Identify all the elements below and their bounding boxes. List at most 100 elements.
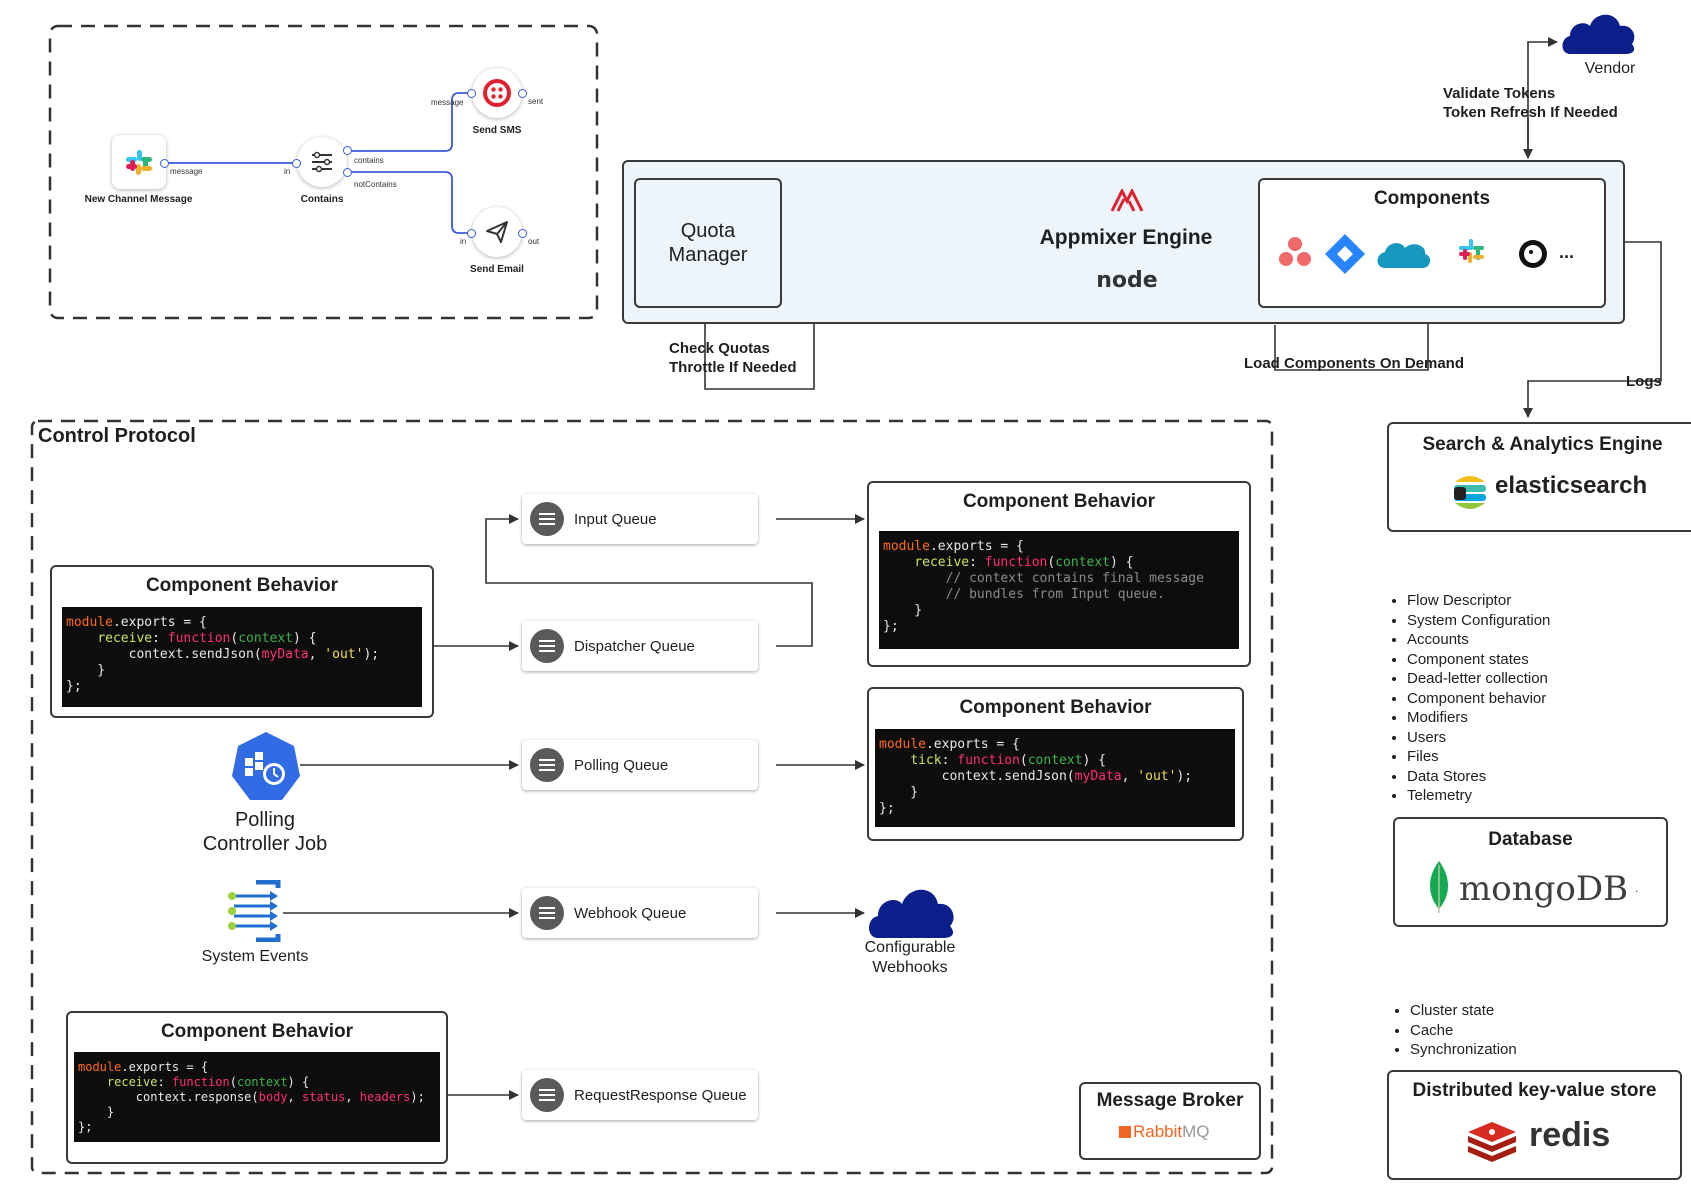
search-engine-box[interactable]: Search & Analytics Engine elasticsearch [1387,422,1691,532]
slack-trigger-node[interactable] [112,135,166,189]
polling-queue[interactable]: Polling Queue [522,740,758,790]
mailchimp-icon [1519,240,1547,268]
logs-label: Logs [1626,373,1662,390]
vendor-cloud-icon [1562,14,1635,55]
list-item: System Configuration [1407,611,1550,631]
kv-store-box[interactable]: Distributed key-value store redis [1387,1070,1682,1180]
event-hub-icon [228,880,281,942]
vendor-label: Vendor [1584,60,1636,77]
search-title: Search & Analytics Engine [1422,434,1663,455]
control-protocol-title: Control Protocol [38,425,196,447]
asana-icon [1279,237,1311,266]
code-block: module.exports = { receive: function(con… [62,607,422,707]
quota-manager-box[interactable]: Quota Manager [634,178,782,308]
list-item: Component states [1407,650,1550,670]
list-item: Cluster state [1410,1001,1517,1021]
check-quotas-label: Check Quotas [669,340,770,357]
requestresponse-queue[interactable]: RequestResponse Queue [522,1070,758,1120]
validate-tokens-label: Validate Tokens [1443,85,1556,102]
mongodb-leaf-icon [1430,861,1448,913]
email-out-port[interactable] [518,229,527,238]
rabbitmq-logo: RabbitMQ [1119,1122,1210,1142]
component-behavior-response[interactable]: Component Behavior module.exports = { re… [66,1011,448,1164]
list-item: Telemetry [1407,786,1550,806]
elasticsearch-logo-text: elasticsearch [1495,472,1648,499]
components-box[interactable]: Components [1258,178,1606,308]
queue-label: Input Queue [574,510,657,528]
filter-contains-port[interactable] [343,146,352,155]
list-item: Dead-letter collection [1407,669,1550,689]
list-item: Component behavior [1407,689,1550,709]
list-icon [530,748,564,782]
redis-logo-text: redis [1529,1116,1611,1154]
filter-label: Contains [300,194,344,205]
component-behavior-receive[interactable]: Component Behavior module.exports = { re… [50,565,434,718]
token-refresh-label: Token Refresh If Needed [1443,104,1618,121]
behavior-title: Component Behavior [160,1021,354,1042]
paper-plane-icon [486,221,508,243]
elasticsearch-icon [1454,476,1486,509]
edge-logs [1523,241,1662,418]
appmixer-logo-icon [1110,189,1144,212]
email-in-port[interactable] [467,229,476,238]
input-queue[interactable]: Input Queue [522,494,758,544]
broker-title: Message Broker [1096,1090,1244,1111]
database-box[interactable]: Database mongoDB . [1393,817,1668,927]
kv-title: Distributed key-value store [1412,1080,1657,1101]
nodejs-logo: node [1096,268,1158,293]
sms-in-port[interactable] [467,89,476,98]
edge-check-quotas [700,308,815,390]
sliders-icon [312,151,332,173]
twilio-icon [483,79,511,107]
dispatcher-queue[interactable]: Dispatcher Queue [522,621,758,671]
throttle-label: Throttle If Needed [669,359,797,376]
salesforce-icon [1377,243,1431,268]
sms-out-port[interactable] [518,89,527,98]
filter-node[interactable] [297,137,347,187]
behavior-title: Component Behavior [145,575,339,596]
send-sms-node[interactable] [472,68,522,118]
edge-vendor-up [1527,37,1558,155]
list-icon [530,896,564,930]
list-item: Cache [1410,1021,1517,1041]
list-item: Users [1407,728,1550,748]
list-icon [530,629,564,663]
list-item: Modifiers [1407,708,1550,728]
send-email-node[interactable] [472,207,522,257]
list-icon [530,1078,564,1112]
list-item: Synchronization [1410,1040,1517,1060]
quota-manager-label: Quota Manager [668,220,748,266]
component-behavior-tick[interactable]: Component Behavior module.exports = { ti… [867,687,1244,841]
rabbitmq-logo-a: Rabbit [1133,1122,1183,1141]
slack-port-label: message [170,167,203,176]
filter-in-port[interactable] [292,159,301,168]
load-components-label: Load Components On Demand [1244,355,1465,372]
edge-dispatcher-to-input [485,514,813,647]
slack-icon [126,150,152,175]
system-events-label: System Events [201,948,309,965]
webhooks-cloud-icon [869,889,954,938]
list-item: Flow Descriptor [1407,591,1550,611]
slack-out-port[interactable] [160,159,169,168]
sms-in-label: message [431,98,464,107]
component-behavior-input[interactable]: Component Behavior module.exports = { re… [867,481,1251,667]
queue-label: Polling Queue [574,756,669,774]
code-block: module.exports = { receive: function(con… [879,531,1239,649]
components-more: ... [1559,242,1575,262]
polling-job-line2: Controller Job [202,833,328,855]
kubernetes-cronjob-icon [232,732,300,800]
list-icon [530,502,564,536]
filter-notcontains-port[interactable] [343,168,352,177]
webhooks-line1: Configurable [864,939,956,956]
kv-contents-list: Cluster state Cache Synchronization [1392,1001,1517,1060]
list-item: Accounts [1407,630,1550,650]
code-block: module.exports = { tick: function(contex… [875,729,1235,827]
list-item: Data Stores [1407,767,1550,787]
message-broker-box[interactable]: Message Broker RabbitMQ [1079,1082,1261,1160]
filter-notcontains-label: notContains [354,180,397,189]
engine-title: Appmixer Engine [1039,226,1213,249]
list-item: Files [1407,747,1550,767]
webhook-queue[interactable]: Webhook Queue [522,888,758,938]
behavior-title: Component Behavior [962,491,1156,512]
